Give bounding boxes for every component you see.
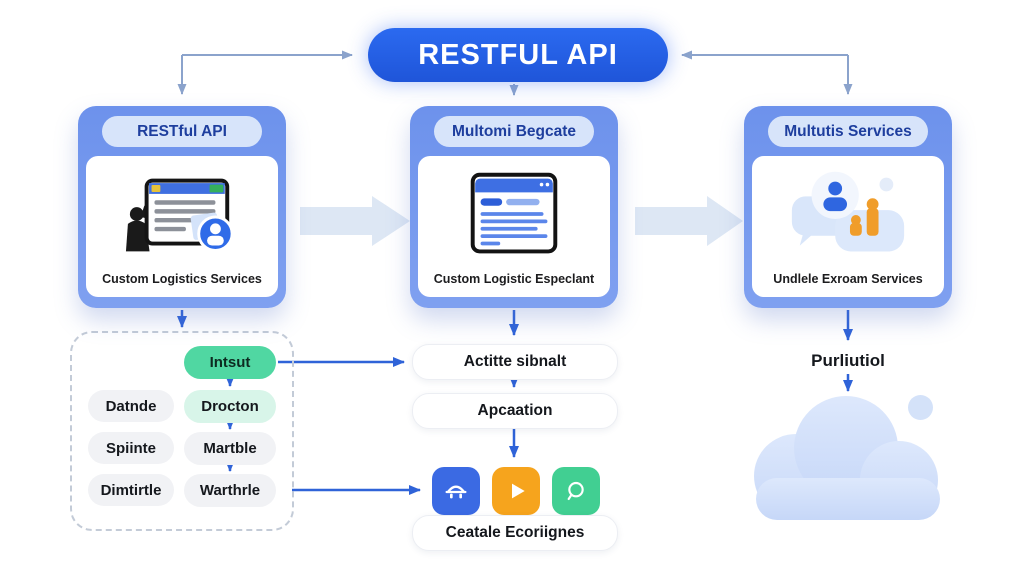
card-multomi-body: Custom Logistic Especlant: [418, 156, 610, 297]
banner-label: RESTFUL API: [418, 38, 618, 71]
browser-user-icon: [125, 178, 234, 252]
step-actitte-sibnalt: Actitte sibnalt: [412, 344, 618, 380]
cloud-icon: [746, 392, 950, 537]
card-multomi-begcate: Multomi Begcate Custom Logistic Especlan…: [410, 106, 618, 308]
card-multomi-title: Multomi Begcate: [451, 122, 576, 140]
cloud-dot: [908, 395, 933, 420]
card-multutis-title: Multutis Services: [784, 122, 912, 140]
card-multutis-services: Multutis Services Undlele Exroam Service…: [744, 106, 952, 308]
card-multutis-title-pill: Multutis Services: [768, 116, 928, 147]
chat-user-chart-icon: [791, 171, 905, 251]
chat-ring-icon: [552, 467, 600, 515]
card-multomi-title-pill: Multomi Begcate: [434, 116, 594, 147]
card-restful-api-title: RESTful API: [137, 122, 227, 140]
pill-intsut: Intsut: [184, 346, 276, 379]
card-multomi-caption: Custom Logistic Especlant: [433, 271, 595, 286]
dashed-group-box: [70, 331, 294, 531]
browser-lines-icon: [470, 172, 558, 253]
block-arrow-left-middle: [300, 196, 410, 246]
pill-spiinte-label: Spiinte: [105, 439, 156, 457]
pill-datnde-label: Datnde: [105, 397, 157, 415]
restful-api-banner: RESTFUL API: [368, 28, 668, 82]
card-multutis-body: Undlele Exroam Services: [752, 156, 944, 297]
pill-dimtirtle-label: Dimtirtle: [100, 481, 162, 499]
result-label: Ceatale Ecoriignes: [445, 524, 585, 541]
pill-spiinte: Spiinte: [88, 432, 174, 464]
step2-label: Apcaation: [477, 402, 553, 419]
pill-martble: Martble: [184, 432, 276, 465]
pill-warthrle-label: Warthrle: [199, 482, 261, 499]
pill-datnde: Datnde: [88, 390, 174, 422]
step1-label: Actitte sibnalt: [463, 353, 567, 370]
result-ceatale-ecoriignes: Ceatale Ecoriignes: [412, 515, 618, 551]
pill-intsut-label: Intsut: [209, 354, 251, 371]
card-restful-api-body: Custom Logistics Services: [86, 156, 278, 297]
pill-drocton-label: Drocton: [201, 398, 259, 415]
card-multutis-caption: Undlele Exroam Services: [773, 271, 923, 286]
block-arrow-middle-right: [635, 196, 743, 246]
step-apcaation: Apcaation: [412, 393, 618, 429]
card-restful-api-caption: Custom Logistics Services: [102, 271, 262, 286]
card-restful-api-title-pill: RESTful API: [102, 116, 262, 147]
pill-drocton: Drocton: [184, 390, 276, 423]
pill-martble-label: Martble: [203, 440, 257, 457]
card-restful-api: RESTful API Custom Logistics Servic: [78, 106, 286, 308]
pill-dimtirtle: Dimtirtle: [88, 474, 174, 506]
home-icon: [432, 467, 480, 515]
purliutiol-label: Purliutiol: [811, 351, 885, 370]
pill-warthrle: Warthrle: [184, 474, 276, 507]
play-icon: [492, 467, 540, 515]
